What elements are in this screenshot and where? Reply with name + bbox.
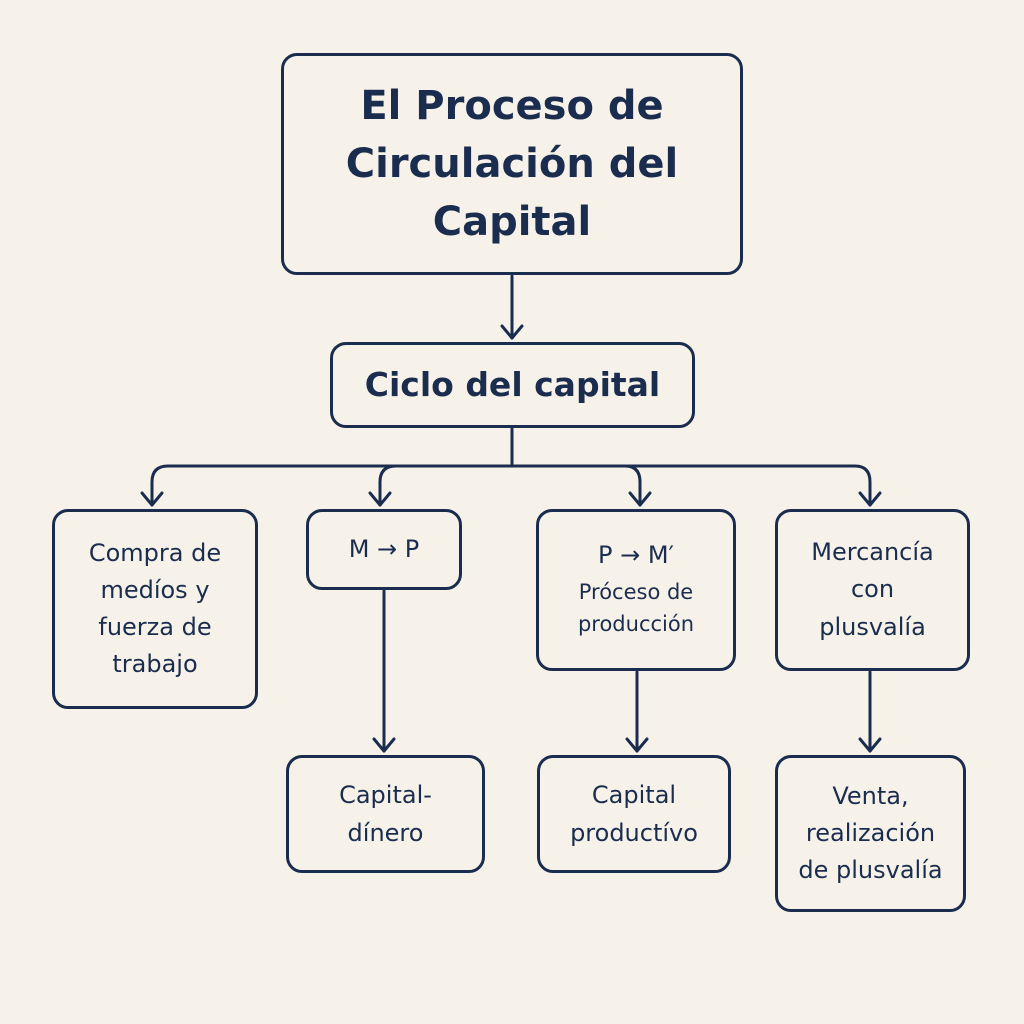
result-node-capital-dinero: Capital- dínero xyxy=(286,755,485,873)
stage-node-m-to-p: M → P xyxy=(306,509,462,590)
result-node-capital-productivo: Capital productívo xyxy=(537,755,731,873)
edge-cycle-to-stage-3 xyxy=(510,464,642,507)
cycle-text: Ciclo del capital xyxy=(364,364,661,404)
stage-text: Compra de medíos y fuerza de trabajo xyxy=(88,538,222,679)
arrowhead-result-2 xyxy=(625,737,649,753)
arrowhead-stage-1 xyxy=(140,491,164,507)
result-text: Venta, realización de plusvalía xyxy=(798,781,943,885)
stage-text: Mercancía con plusvalía xyxy=(811,538,934,641)
edge-cycle-to-stage-4 xyxy=(510,464,872,507)
stage-subtext: Próceso de producción xyxy=(577,580,695,636)
arrowhead-stage-3 xyxy=(628,491,652,507)
title-node: El Proceso de Circulación del Capital xyxy=(281,53,743,275)
stage-node-compra: Compra de medíos y fuerza de trabajo xyxy=(52,509,258,709)
result-text: Capital- dínero xyxy=(339,780,432,847)
cycle-node: Ciclo del capital xyxy=(330,342,695,428)
arrowhead-cycle xyxy=(500,324,524,340)
stage-text: P → M′ xyxy=(598,540,674,569)
stage-node-mercancia: Mercancía con plusvalía xyxy=(775,509,970,671)
stage-text: M → P xyxy=(348,534,420,563)
title-text: El Proceso de Circulación del Capital xyxy=(345,83,679,245)
arrowhead-stage-2 xyxy=(368,491,392,507)
edge-cycle-to-stage-1 xyxy=(150,464,514,507)
arrowhead-stage-4 xyxy=(858,491,882,507)
result-node-venta: Venta, realización de plusvalía xyxy=(775,755,966,912)
result-text: Capital productívo xyxy=(570,780,698,847)
arrowhead-result-3 xyxy=(858,737,882,753)
arrowhead-result-1 xyxy=(372,737,396,753)
stage-node-p-to-m-prime: P → M′ Próceso de producción xyxy=(536,509,736,671)
edge-cycle-to-stage-2 xyxy=(378,464,514,507)
